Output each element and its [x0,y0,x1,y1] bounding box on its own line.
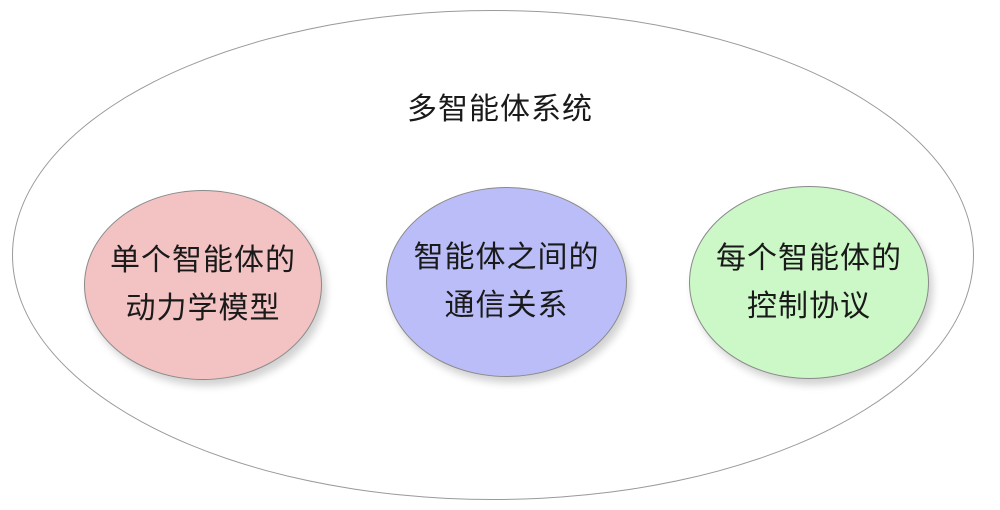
communication-label-line1: 智能体之间的 [413,240,600,275]
control-protocol-circle: 每个智能体的 控制协议 [689,186,929,379]
communication-circle: 智能体之间的 通信关系 [386,187,627,377]
communication-label-line2: 通信关系 [444,288,569,323]
agent-dynamics-label-line1: 单个智能体的 [110,243,296,278]
system-title: 多智能体系统 [407,92,593,127]
control-protocol-label-line1: 每个智能体的 [716,240,902,276]
agent-dynamics-label-line2: 动力学模型 [125,291,281,326]
control-protocol-label-line2: 控制协议 [747,288,871,324]
multi-agent-system-ellipse [12,10,974,500]
agent-dynamics-circle: 单个智能体的 动力学模型 [84,190,322,380]
